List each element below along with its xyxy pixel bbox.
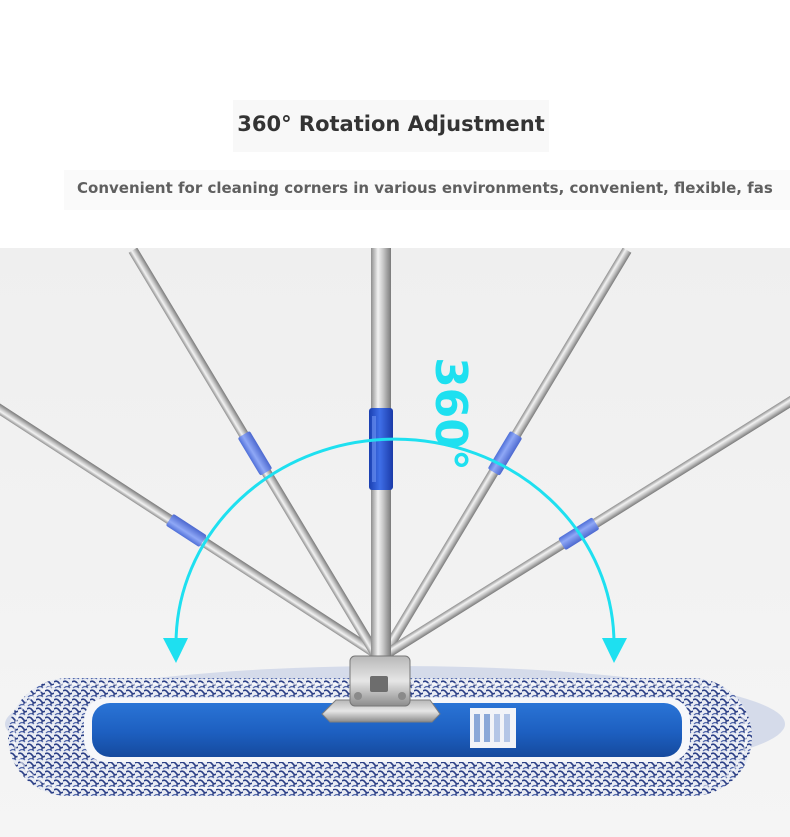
- page-title: 360° Rotation Adjustment: [233, 100, 549, 152]
- mop-head: [5, 655, 785, 796]
- header-section: 360° Rotation Adjustment Convenient for …: [0, 0, 790, 248]
- mop-bracket: [321, 699, 441, 723]
- mop-illustration: 360°: [0, 248, 790, 837]
- handle-center: [369, 248, 393, 668]
- mop-illustration-svg: 360°: [0, 248, 790, 837]
- arrow-right-icon: [602, 638, 627, 663]
- rotation-arc: [163, 437, 627, 663]
- page-subtitle: Convenient for cleaning corners in vario…: [64, 170, 790, 210]
- handle-group: [0, 248, 790, 668]
- rotation-label: 360°: [425, 357, 476, 471]
- mop-pad: [92, 703, 682, 757]
- handle-far-left: [0, 365, 378, 658]
- arrow-left-icon: [163, 638, 188, 663]
- handle-left: [128, 248, 380, 656]
